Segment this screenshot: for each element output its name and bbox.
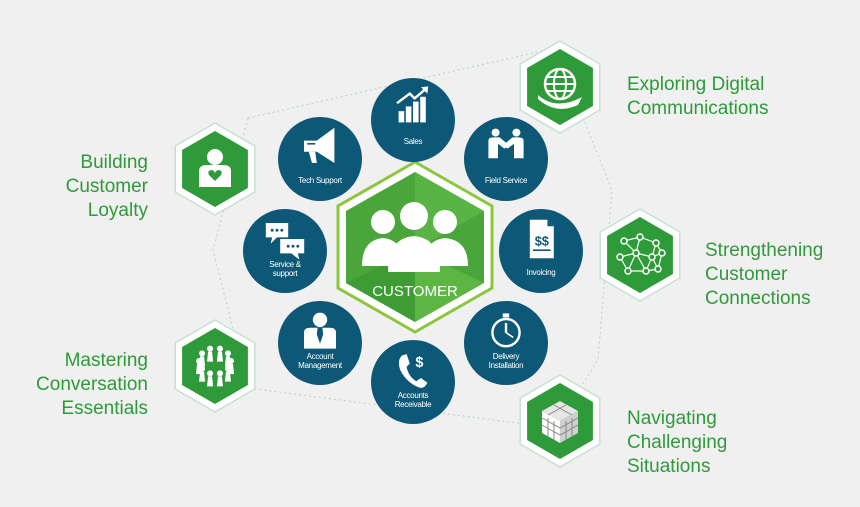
customers-icon bbox=[362, 202, 468, 272]
invoice-dollar-icon: $$ bbox=[529, 219, 554, 259]
center-node: CUSTOMER bbox=[336, 160, 494, 334]
program-building-customer-loyalty bbox=[174, 122, 256, 216]
service-label: Installation bbox=[489, 361, 524, 370]
service-invoicing: $$ Invoicing bbox=[499, 209, 583, 293]
service-label: Service & bbox=[269, 260, 301, 269]
service-label: Management bbox=[298, 361, 343, 370]
megaphone-icon bbox=[304, 127, 335, 163]
cube-puzzle-icon bbox=[541, 401, 579, 443]
service-label: Receivable bbox=[395, 400, 432, 409]
service-sales: Sales bbox=[371, 78, 455, 162]
service-service-support: Service &support bbox=[243, 209, 327, 293]
program-navigating-challenging-situations bbox=[519, 374, 601, 468]
program-mastering-conversation-essentials bbox=[174, 319, 256, 413]
heart-person-icon bbox=[199, 149, 231, 187]
service-label: Invoicing bbox=[527, 268, 556, 277]
globe-icon bbox=[538, 67, 582, 109]
center-label: CUSTOMER bbox=[372, 283, 458, 300]
chat-bubbles-icon bbox=[265, 223, 305, 260]
service-label: Delivery bbox=[493, 352, 520, 361]
service-field-service: Field Service bbox=[464, 117, 548, 201]
service-label: Account bbox=[307, 352, 335, 361]
businessman-icon bbox=[304, 312, 336, 349]
service-label: Field Service bbox=[485, 176, 528, 185]
service-label: Tech Support bbox=[298, 176, 343, 185]
network-icon bbox=[616, 233, 666, 275]
program-strengthening-customer-connections bbox=[599, 208, 681, 302]
program-exploring-digital-communications bbox=[519, 40, 601, 134]
service-tech-support: Tech Support bbox=[278, 117, 362, 201]
service-label: Accounts bbox=[398, 391, 429, 400]
growth-chart-icon bbox=[396, 86, 429, 123]
service-label: support bbox=[273, 269, 299, 278]
programs bbox=[174, 40, 681, 468]
service-label: Sales bbox=[404, 137, 423, 146]
people-circle-icon bbox=[196, 345, 234, 387]
phone-dollar-icon: $ bbox=[398, 354, 428, 388]
handshake-icon bbox=[488, 128, 524, 159]
stopwatch-icon bbox=[491, 313, 521, 348]
svg-text:$$: $$ bbox=[535, 233, 549, 248]
svg-text:$: $ bbox=[415, 355, 423, 371]
